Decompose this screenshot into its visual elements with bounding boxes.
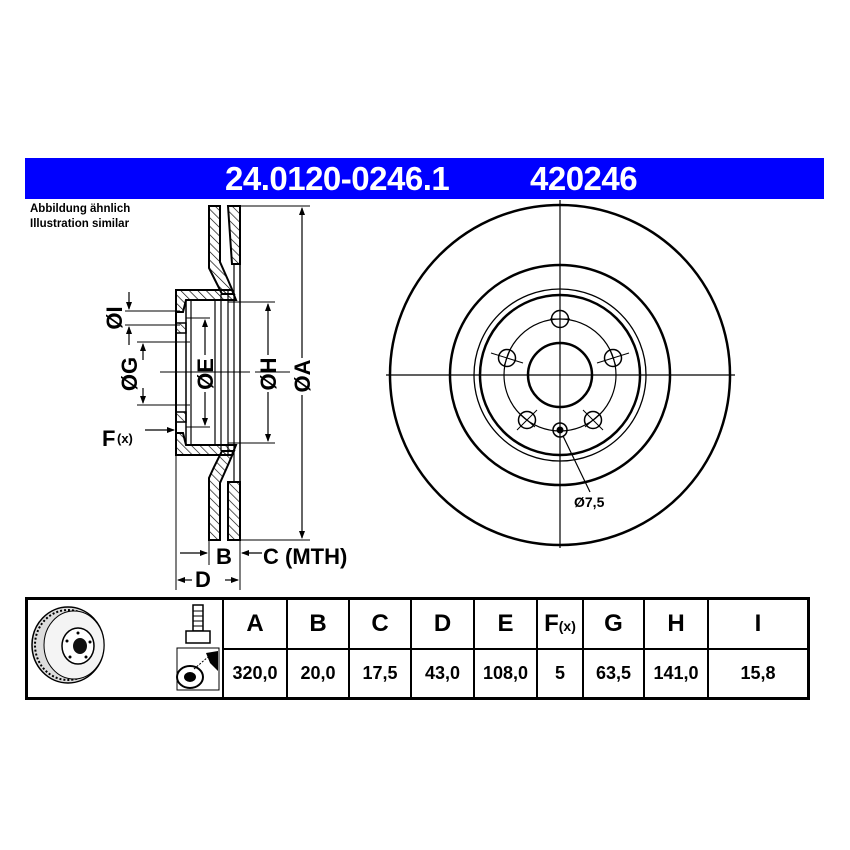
value-i: 15,8 bbox=[707, 647, 810, 700]
value-c: 17,5 bbox=[348, 647, 412, 700]
bolt-icon bbox=[185, 604, 211, 644]
header-a: A bbox=[222, 597, 288, 650]
header-c: C bbox=[348, 597, 412, 650]
value-g: 63,5 bbox=[582, 647, 645, 700]
part-number: 24.0120-0246.1 bbox=[225, 160, 450, 197]
value-f: 5 bbox=[536, 647, 584, 700]
illustration-note: Abbildung ähnlich Illustration similar bbox=[30, 202, 130, 232]
header-d: D bbox=[410, 597, 475, 650]
label-dim-i: ØI bbox=[102, 306, 127, 329]
note-line-de: Abbildung ähnlich bbox=[30, 203, 131, 215]
locating-hole bbox=[552, 422, 568, 438]
side-view-labels: ØI ØG ØE ØH ØA F (x) B C (MTH) D bbox=[102, 306, 347, 592]
label-dim-f-sub: (x) bbox=[117, 431, 133, 446]
alt-part-number: 420246 bbox=[530, 160, 638, 197]
header-g: G bbox=[582, 597, 645, 650]
label-dim-b: B bbox=[216, 544, 232, 569]
value-h: 141,0 bbox=[643, 647, 709, 700]
bolt-hole bbox=[550, 309, 570, 329]
label-dim-e: ØE bbox=[193, 358, 218, 390]
bolt-hole bbox=[596, 348, 630, 368]
bolt-hole bbox=[582, 409, 604, 431]
spray-icon bbox=[176, 647, 220, 691]
label-dim-a: ØA bbox=[290, 359, 315, 392]
side-section-view bbox=[125, 205, 310, 590]
bolt-hole bbox=[516, 409, 538, 431]
front-disc-view bbox=[386, 200, 735, 548]
label-dim-d: D bbox=[195, 567, 211, 592]
header-e: E bbox=[473, 597, 538, 650]
table-header-row: A B C D E F(x) G H I bbox=[25, 597, 810, 700]
dimension-table: A B C D E F(x) G H I 320,0 20,0 17,5 43,… bbox=[25, 597, 810, 700]
label-dim-c-mth: C (MTH) bbox=[263, 544, 347, 569]
product-image-cell bbox=[25, 597, 224, 700]
brake-disc-icon bbox=[31, 606, 105, 684]
header-h: H bbox=[643, 597, 709, 650]
value-d: 43,0 bbox=[410, 647, 475, 700]
header-b: B bbox=[286, 597, 350, 650]
label-hole-diameter: Ø7,5 bbox=[574, 494, 605, 510]
label-dim-h: ØH bbox=[256, 358, 281, 391]
title-banner: 24.0120-0246.1 420246 bbox=[25, 158, 824, 199]
header-i: I bbox=[707, 597, 810, 650]
value-b: 20,0 bbox=[286, 647, 350, 700]
technical-drawing: ØI ØG ØE ØH ØA F (x) B C (MTH) D bbox=[102, 200, 735, 592]
value-a: 320,0 bbox=[222, 647, 288, 700]
header-f: F(x) bbox=[536, 597, 584, 650]
label-dim-f: F bbox=[102, 426, 115, 451]
label-dim-g: ØG bbox=[117, 357, 142, 391]
bolt-hole bbox=[490, 348, 524, 368]
table-value-row: 320,0 20,0 17,5 43,0 108,0 5 63,5 141,0 … bbox=[27, 647, 810, 700]
note-line-en: Illustration similar bbox=[30, 218, 130, 230]
value-e: 108,0 bbox=[473, 647, 538, 700]
